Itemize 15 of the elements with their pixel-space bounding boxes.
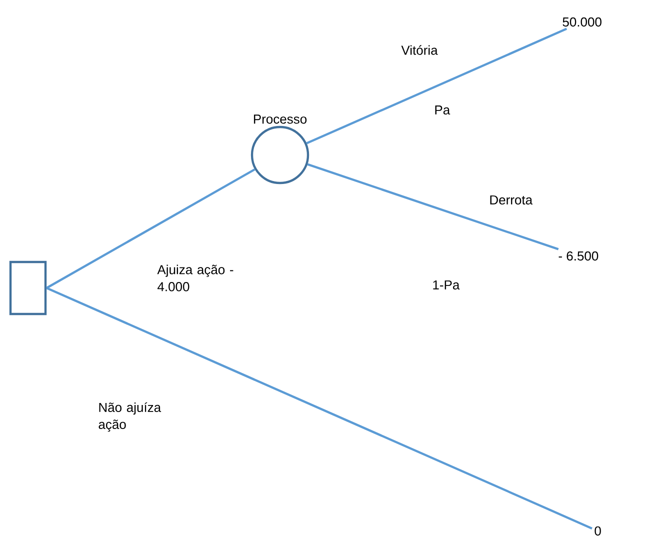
branch-label: Vitória	[401, 45, 438, 55]
payoff-text: 0	[594, 526, 601, 536]
branch-label: Ajuiza ação - 4.000	[157, 264, 234, 292]
branch-line	[306, 28, 568, 144]
branch-label: Não ajuíza ação	[98, 402, 162, 432]
node-label: Processo	[254, 114, 307, 124]
payoff-text: 50.000	[562, 17, 602, 27]
branch-label: 1-Pa	[433, 280, 460, 290]
branch-label: Pa	[435, 105, 450, 115]
payoff-text: - 6.500	[558, 251, 598, 261]
branch-label: Derrota	[490, 195, 533, 205]
decision-box	[9, 260, 47, 316]
branch-line	[46, 286, 592, 530]
branch-line	[46, 168, 256, 289]
branch-line	[307, 163, 559, 250]
